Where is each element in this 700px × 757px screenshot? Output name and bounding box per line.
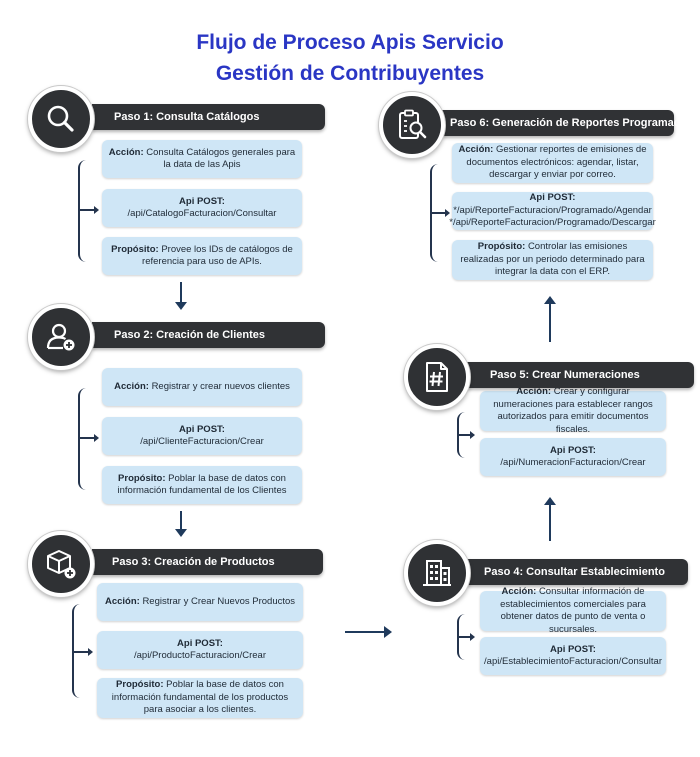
- accion-label: Acción:: [458, 144, 494, 156]
- step-1-proposito-box: Propósito: Provee los IDs de catálogos d…: [102, 237, 302, 275]
- step-1-accion-text: Consulta Catálogos generales para la dat…: [146, 146, 296, 171]
- proposito-label: Propósito:: [111, 243, 159, 255]
- step-6-accion-text: Gestionar reportes de emisiones de docum…: [466, 144, 647, 181]
- step-6-proposito-box: Propósito: Controlar las emisiones reali…: [452, 240, 653, 280]
- search-icon: [47, 105, 74, 132]
- arrow-step5-to-step6: [544, 296, 556, 342]
- step-2-header: Paso 2: Creación de Clientes: [92, 322, 325, 348]
- step-3-proposito-text: Poblar la base de datos con información …: [111, 679, 289, 716]
- step-6-accion-box: Acción: Gestionar reportes de emisiones …: [452, 143, 653, 183]
- api-label: Api POST:: [550, 643, 596, 655]
- api-label: Api POST:: [550, 444, 596, 456]
- hash-document-icon: [426, 362, 448, 392]
- step-1-icon-circle: [28, 86, 94, 152]
- step-6-header-label: Paso 6: Generación de Reportes Programad…: [450, 117, 694, 129]
- step-5-tick: [457, 431, 475, 439]
- step-2-api-box: Api POST: /api/ClienteFacturacion/Crear: [102, 417, 302, 455]
- title-line-2: Gestión de Contribuyentes: [215, 62, 485, 85]
- step-4-tick: [457, 633, 475, 641]
- step-5-accion-box: Acción: Crear y configurar numeraciones …: [480, 386, 666, 435]
- step-4-header: Paso 4: Consultar Establecimiento: [466, 559, 688, 585]
- step-5-header-label: Paso 5: Crear Numeraciones: [490, 369, 640, 381]
- diagram-subtitle: Gestión de Contribuyentes: [0, 59, 700, 89]
- step-2-header-label: Paso 2: Creación de Clientes: [114, 329, 265, 341]
- user-add-icon: [46, 323, 75, 351]
- step-3-api-text: /api/ProductoFacturacion/Crear: [133, 650, 266, 661]
- step-1-header: Paso 1: Consulta Catálogos: [92, 104, 325, 130]
- step-5-accion-text: Crear y configurar numeraciones para est…: [493, 386, 653, 435]
- diagram-title: Flujo de Proceso Apis Servicio: [0, 28, 700, 58]
- step-4-accion-text: Consultar información de establecimiento…: [500, 586, 646, 635]
- step-2-accion-text: Registrar y crear nuevos clientes: [151, 380, 290, 392]
- step-1-tick: [78, 206, 99, 214]
- step-2-brace: [78, 388, 92, 490]
- step-1-brace: [78, 160, 92, 262]
- step-6-api-box: Api POST: */api/ReporteFacturacion/Progr…: [449, 192, 656, 230]
- step-6-api-text-2: */api/ReporteFacturacion/Programado/Desc…: [449, 217, 656, 229]
- accion-label: Acción:: [104, 595, 140, 607]
- step-3-icon-circle: [28, 531, 94, 597]
- step-4-api-box: Api POST: /api/EstablecimientoFacturacio…: [480, 637, 666, 675]
- step-3-header-label: Paso 3: Creación de Productos: [112, 556, 275, 568]
- step-6-icon-circle: [379, 92, 445, 158]
- api-label: Api POST:: [177, 637, 223, 649]
- step-3-accion-text: Registrar y Crear Nuevos Productos: [142, 595, 296, 607]
- step-6-header: Paso 6: Generación de Reportes Programad…: [442, 110, 693, 136]
- building-icon: [423, 560, 451, 586]
- step-6-proposito-text: Controlar las emisiones realizadas por u…: [460, 241, 645, 278]
- arrow-step2-to-step3: [175, 511, 187, 537]
- step-2-api-text: /api/ClienteFacturacion/Crear: [140, 436, 264, 447]
- step-6-tick: [430, 209, 450, 217]
- step-4-header-label: Paso 4: Consultar Establecimiento: [484, 566, 665, 578]
- step-3-accion-box: Acción: Registrar y Crear Nuevos Product…: [97, 583, 303, 621]
- step-4-accion-box: Acción: Consultar información de estable…: [480, 586, 666, 635]
- step-2-proposito-box: Propósito: Poblar la base de datos con i…: [102, 466, 302, 504]
- step-4-api-text: /api/EstablecimientoFacturacion/Consulta…: [484, 656, 662, 667]
- api-label: Api POST:: [179, 423, 225, 435]
- step-4-icon-circle: [404, 540, 470, 606]
- report-search-icon: [399, 109, 427, 139]
- step-5-api-box: Api POST: /api/NumeracionFacturacion/Cre…: [480, 438, 666, 476]
- step-3-api-box: Api POST: /api/ProductoFacturacion/Crear: [97, 631, 303, 669]
- step-1-accion-box: Acción: Consulta Catálogos generales par…: [102, 140, 302, 178]
- step-5-header: Paso 5: Crear Numeraciones: [466, 362, 694, 388]
- step-3-header: Paso 3: Creación de Productos: [92, 549, 323, 575]
- step-5-icon-circle: [404, 344, 470, 410]
- step-1-api-text: /api/CatalogoFacturacion/Consultar: [127, 208, 277, 219]
- title-line-1: Flujo de Proceso Apis Servicio: [196, 31, 504, 54]
- step-1-api-box: Api POST: /api/CatalogoFacturacion/Consu…: [102, 189, 302, 227]
- step-1-proposito-text: Provee los IDs de catálogos de referenci…: [142, 243, 293, 268]
- step-2-proposito-text: Poblar la base de datos con información …: [117, 472, 287, 497]
- accion-label: Acción:: [516, 386, 552, 397]
- step-6-api-text-1: */api/ReporteFacturacion/Programado/Agen…: [453, 204, 652, 216]
- step-2-tick: [78, 434, 99, 442]
- accion-label: Acción:: [108, 146, 144, 158]
- accion-label: Acción:: [501, 586, 537, 597]
- step-2-accion-box: Acción: Registrar y crear nuevos cliente…: [102, 368, 302, 406]
- step-2-icon-circle: [28, 304, 94, 370]
- arrow-step3-to-step4: [345, 626, 392, 638]
- step-5-api-text: /api/NumeracionFacturacion/Crear: [500, 457, 646, 468]
- proposito-label: Propósito:: [118, 472, 166, 484]
- proposito-label: Propósito:: [116, 679, 164, 691]
- arrow-step1-to-step2: [175, 282, 187, 310]
- step-3-proposito-box: Propósito: Poblar la base de datos con i…: [97, 678, 303, 718]
- arrow-step4-to-step5: [544, 497, 556, 541]
- accion-label: Acción:: [114, 380, 149, 392]
- api-label: Api POST:: [179, 195, 225, 207]
- step-3-tick: [72, 648, 93, 656]
- proposito-label: Propósito:: [477, 241, 526, 253]
- api-label: Api POST:: [529, 192, 576, 204]
- step-1-header-label: Paso 1: Consulta Catálogos: [114, 111, 260, 123]
- box-add-icon: [47, 550, 76, 579]
